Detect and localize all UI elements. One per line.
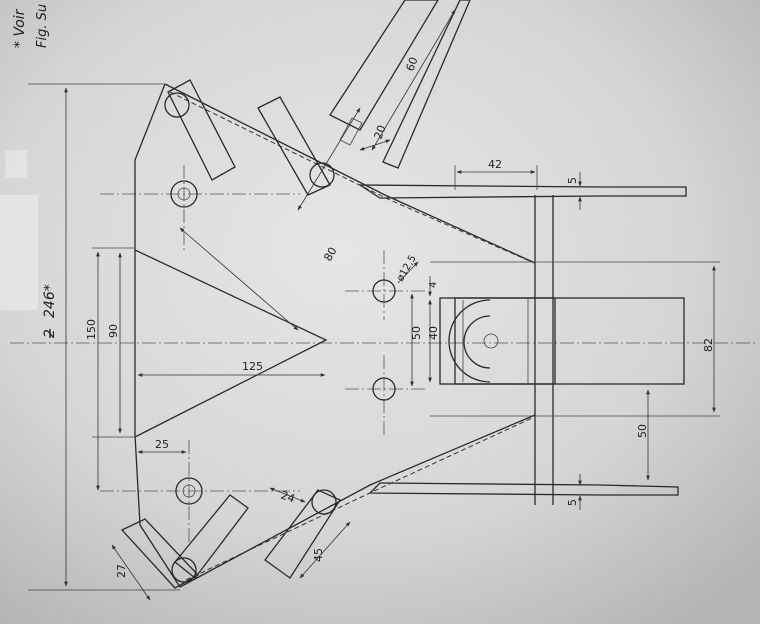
tape-patch — [0, 195, 38, 310]
dim-60-top: 60 — [404, 55, 421, 73]
dim-45: 45 — [312, 548, 325, 562]
dim-80: 80 — [321, 245, 339, 264]
note-line-2: Fig. Su — [35, 4, 50, 48]
dim-4: 4 — [428, 282, 439, 288]
dim-50-left: 50 — [410, 326, 423, 340]
tape-patch-small — [5, 150, 27, 178]
dim-150: 150 — [85, 319, 98, 340]
roller-top-left — [164, 92, 190, 118]
roller-bottom-center — [311, 489, 337, 515]
dim-5-bottom: 5 — [566, 499, 579, 506]
dim-27: 27 — [115, 564, 128, 578]
slot-block — [439, 297, 685, 385]
dimension-lines — [28, 9, 720, 601]
dim-overall-height: 246* — [42, 284, 58, 318]
frame-outline — [134, 83, 554, 588]
handwritten-note: * Voir Fig. Su — [12, 4, 50, 48]
right-strips — [357, 184, 687, 496]
roller-bottom-left — [171, 557, 197, 583]
dim-40: 40 — [427, 326, 440, 340]
dim-42: 42 — [488, 158, 502, 171]
dim-overall-height-struck: 2 — [42, 329, 58, 338]
holes — [170, 180, 396, 505]
dim-125: 125 — [242, 360, 263, 373]
center-lines — [10, 165, 755, 545]
dim-50-right: 50 — [636, 424, 649, 438]
dim-82: 82 — [702, 338, 715, 352]
dim-25: 25 — [155, 438, 169, 451]
dim-5-top: 5 — [566, 177, 579, 184]
dimension-labels: 246* 2 150 90 125 25 27 24 45 80 60 20 4… — [42, 55, 715, 578]
note-line-1: * Voir — [12, 8, 28, 48]
dim-20-top: 20 — [372, 123, 389, 141]
dim-90: 90 — [107, 324, 120, 338]
dim-24: 24 — [279, 489, 297, 506]
